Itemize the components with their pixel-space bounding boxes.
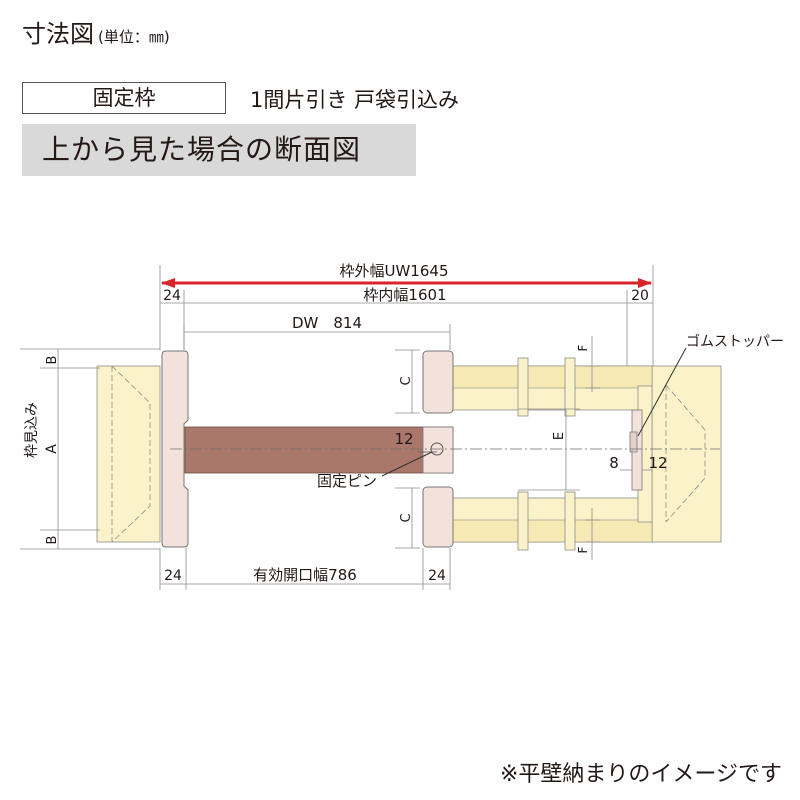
outer-width-label: 枠外幅UW1645	[340, 262, 449, 280]
bottom-right-label: 24	[428, 568, 446, 584]
stopper-dimension-lines	[620, 450, 652, 490]
unit-label: (単位：㎜)	[98, 28, 170, 46]
letter-e: E	[552, 432, 567, 440]
upper-stop-frame	[422, 350, 454, 414]
letter-b-top: B	[45, 356, 60, 365]
left-wall	[96, 365, 161, 543]
pocket-upper-wall	[451, 357, 653, 417]
bottom-extension-lines	[159, 548, 451, 590]
bottom-left-label: 24	[164, 568, 182, 584]
left-jamb-label: 24	[163, 288, 181, 304]
frame-type-box: 固定枠	[22, 82, 226, 114]
title-text: 寸法図	[22, 20, 94, 48]
frame-description: 1間片引き 戸袋引込み	[250, 88, 460, 112]
letter-f-bottom: F	[576, 546, 590, 553]
pin-size-label: 12	[394, 430, 413, 448]
e-dimension-lines	[518, 408, 580, 491]
letter-b-bottom: B	[45, 536, 60, 545]
right-wall	[651, 365, 722, 543]
rubber-stopper-label: ゴムストッパー	[686, 333, 784, 350]
gap-8-label: 8	[609, 454, 619, 472]
pocket-lower-wall	[451, 491, 653, 551]
rubber-stopper-leader	[637, 347, 687, 437]
letter-c-bottom: C	[399, 513, 414, 522]
right-jamb-label: 20	[631, 288, 649, 304]
gap-12-label: 12	[648, 454, 667, 472]
fixed-pin-label: 固定ピン	[317, 472, 377, 490]
view-label: 上から見た場合の断面図	[22, 124, 416, 176]
lower-stop-frame	[422, 486, 454, 548]
footnote: ※平壁納まりのイメージです	[500, 762, 782, 787]
page-title: 寸法図(単位：㎜)	[22, 14, 170, 49]
letter-c-top: C	[399, 376, 414, 385]
inner-width-label: 枠内幅1601	[363, 286, 446, 304]
f-dimension-lines	[585, 336, 600, 560]
door-width-label: DW 814	[292, 314, 362, 332]
letter-f-top: F	[576, 344, 590, 351]
frame-depth-label: 枠見込み	[24, 402, 40, 458]
left-vertical-dimension	[20, 348, 160, 550]
door-panel	[184, 426, 454, 474]
fixed-pin-leader	[381, 451, 433, 477]
letter-a: A	[44, 444, 60, 454]
effective-opening-label: 有効開口幅786	[253, 566, 357, 584]
c-dimension-lines	[395, 349, 420, 549]
